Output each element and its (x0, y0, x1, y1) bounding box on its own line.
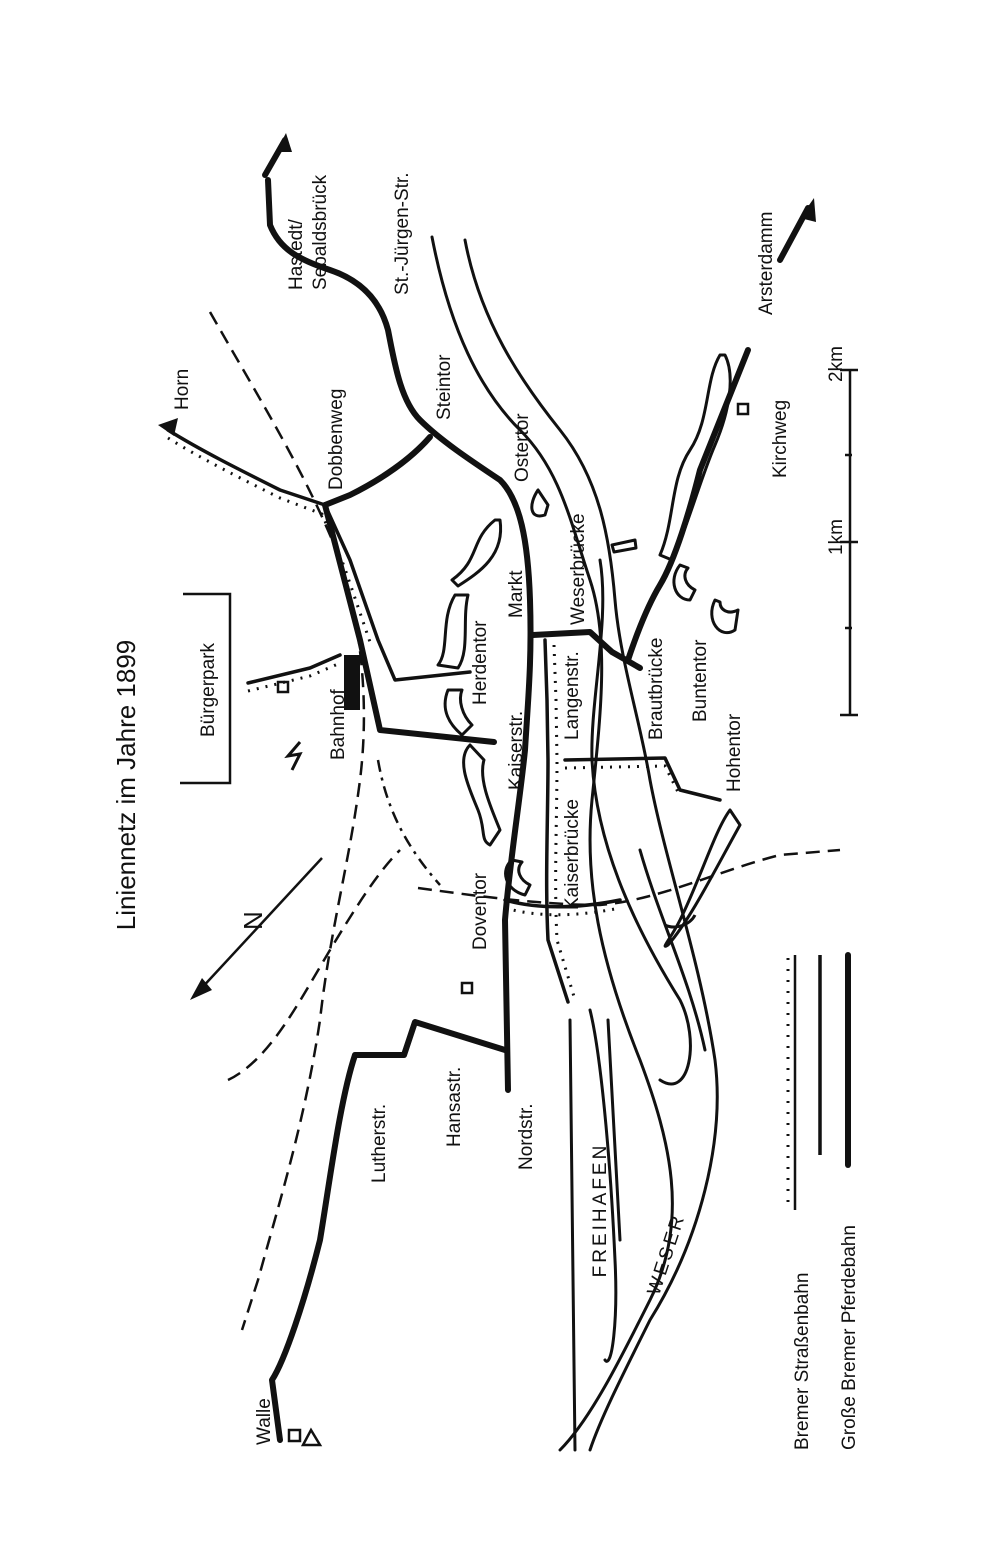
label-markt: Markt (506, 570, 527, 618)
direction-arrows (158, 133, 816, 436)
label-weserbruecke: Weserbrücke (568, 513, 589, 625)
map-symbols (276, 402, 750, 1447)
label-brautbruecke: Brautbrücke (646, 638, 667, 740)
label-kirchweg: Kirchweg (770, 400, 791, 478)
label-hansastr: Hansastr. (444, 1067, 465, 1147)
scale-bar: 1km 2km (826, 346, 858, 717)
label-walle: Walle (254, 1398, 275, 1445)
label-steintor: Steintor (434, 354, 455, 420)
label-bahnhof: Bahnhof (328, 688, 349, 760)
label-freihafen: FREIHAFEN (590, 1143, 611, 1278)
label-horn: Horn (172, 369, 193, 410)
wall-moat (436, 488, 638, 897)
label-dobbenweg: Dobbenweg (326, 389, 347, 490)
label-st-juergen: St.-Jürgen-Str. (392, 173, 413, 296)
label-hohentor: Hohentor (724, 713, 745, 792)
legend-strassenbahn: Bremer Straßenbahn (792, 1273, 813, 1450)
label-kaiserbruecke: Kaiserbrücke (562, 799, 583, 910)
label-kaiserstr: Kaiserstr. (506, 711, 527, 790)
map-title: Liniennetz im Jahre 1899 (111, 640, 141, 931)
scale-label-2km: 2km (826, 346, 847, 382)
svg-text:N: N (238, 911, 268, 930)
scale-label-1km: 1km (826, 519, 847, 555)
label-doventor: Doventor (470, 872, 491, 950)
power-station-icon (284, 741, 303, 771)
depot-kirchweg-icon (736, 402, 750, 416)
weser-river (430, 235, 719, 1452)
strassenbahn-network (166, 428, 722, 1004)
legend-pferdebahn: Große Bremer Pferdebahn (839, 1225, 860, 1450)
pferdebahn-network (265, 177, 751, 1443)
north-arrow-icon: N (190, 857, 323, 1000)
label-hastedt: Hastedt/ Sebaldsbrück (286, 174, 331, 290)
walle-terminus-icon (300, 1427, 323, 1447)
label-langenstr: Langenstr. (562, 651, 583, 740)
depot-icon (276, 680, 290, 694)
freihafen-harbour: FREIHAFEN WESER (568, 1008, 690, 1452)
arrow-horn-icon (158, 418, 178, 436)
arrow-hastedt-icon (276, 133, 292, 152)
label-herdentor: Herdentor (470, 620, 491, 705)
buergerpark-frame: Bürgerpark (180, 592, 232, 785)
legend: Bremer Straßenbahn Große Bremer Pferdeba… (786, 952, 860, 1450)
label-lutherstr: Lutherstr. (369, 1104, 390, 1183)
label-nordstr: Nordstr. (516, 1103, 537, 1170)
label-arsterdamm: Arsterdamm (756, 212, 777, 315)
bahnhof-building-icon (344, 655, 360, 710)
place-labels: Hastedt/ Sebaldsbrück St.-Jürgen-Str. St… (172, 173, 791, 1446)
label-buergerpark: Bürgerpark (198, 643, 219, 737)
arrow-arsterdamm-icon (800, 198, 816, 222)
label-ostertor: Ostertor (512, 413, 533, 482)
depot-nordstr-icon (460, 981, 474, 995)
depot-walle-icon (287, 1428, 302, 1443)
label-buntentor: Buntentor (690, 639, 711, 722)
